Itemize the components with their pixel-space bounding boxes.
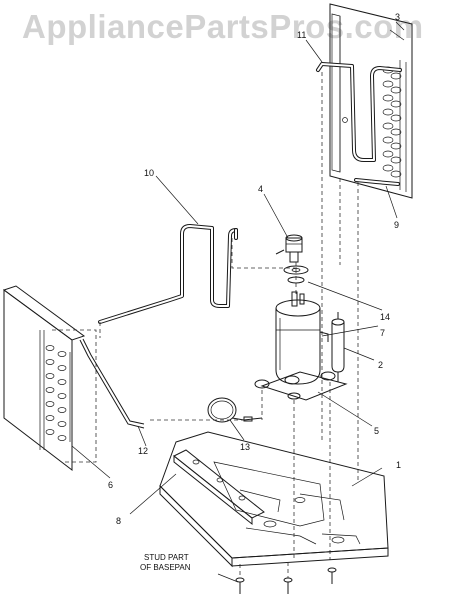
screws bbox=[235, 567, 337, 594]
base-rail bbox=[173, 449, 265, 526]
callout-1: 1 bbox=[396, 460, 401, 470]
callout-3: 3 bbox=[395, 12, 400, 22]
stud-note-line1: STUD PART bbox=[144, 553, 189, 562]
screw bbox=[235, 577, 245, 594]
compressor bbox=[275, 291, 329, 385]
condenser-hairpins bbox=[45, 345, 67, 441]
callout-8: 8 bbox=[116, 516, 121, 526]
grommet bbox=[283, 265, 309, 284]
callout-14: 14 bbox=[380, 312, 390, 322]
callout-13: 13 bbox=[240, 442, 250, 452]
screw bbox=[283, 577, 293, 594]
stud-note: STUD PART OF BASEPAN bbox=[140, 553, 191, 572]
callout-6: 6 bbox=[108, 480, 113, 490]
screw bbox=[327, 567, 337, 584]
evaporator-tube bbox=[316, 62, 402, 186]
stud-note-line2: OF BASEPAN bbox=[140, 563, 191, 572]
service-valve bbox=[275, 234, 303, 263]
callout-12: 12 bbox=[138, 446, 148, 456]
leader-lines bbox=[71, 21, 405, 583]
coil-hairpins bbox=[382, 66, 402, 178]
callout-labels: 3 11 9 10 4 14 7 2 5 1 6 8 12 13 bbox=[108, 12, 401, 526]
watermark: AppliancePartsPros.com bbox=[22, 8, 424, 45]
callout-11: 11 bbox=[297, 30, 306, 40]
capillary-tube bbox=[207, 397, 263, 423]
accumulator bbox=[331, 312, 345, 382]
liquid-tube bbox=[79, 338, 145, 429]
discharge-tube bbox=[98, 224, 238, 324]
callout-9: 9 bbox=[394, 220, 399, 230]
callout-2: 2 bbox=[378, 360, 383, 370]
callout-10: 10 bbox=[144, 168, 154, 178]
callout-5: 5 bbox=[374, 426, 379, 436]
condenser-coil bbox=[2, 285, 86, 472]
evaporator-coil bbox=[329, 3, 413, 199]
base-pan bbox=[159, 431, 389, 568]
callout-7: 7 bbox=[380, 328, 385, 338]
callout-4: 4 bbox=[258, 184, 263, 194]
compressor-mount bbox=[254, 371, 348, 401]
